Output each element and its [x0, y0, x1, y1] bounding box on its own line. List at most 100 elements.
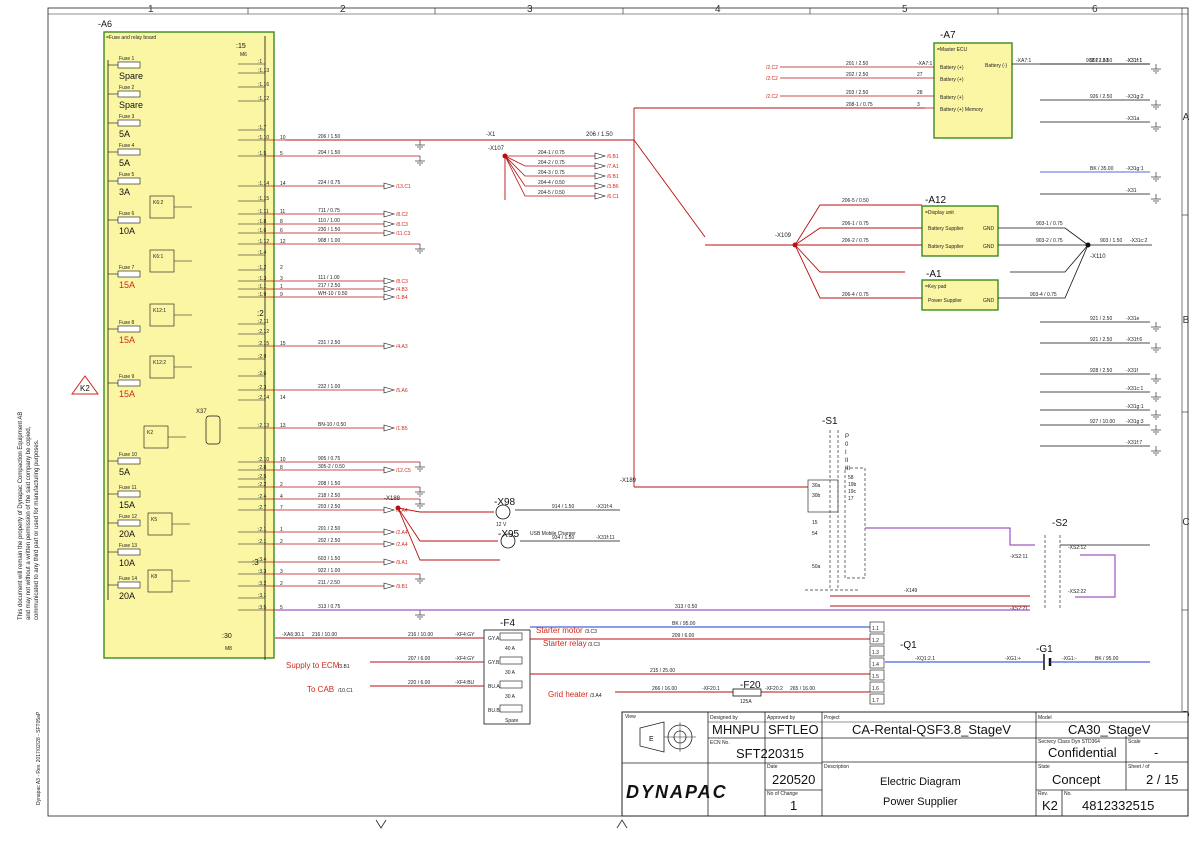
- label-grid-heater: Grid heater: [548, 690, 588, 699]
- x1-label: -X1: [486, 132, 496, 138]
- a12-gnd-wire-1: [998, 227, 1089, 246]
- a6-wire-label: 711 / 0.75: [318, 208, 340, 214]
- a6-wire-label: WH-10 / 0.50: [318, 291, 348, 297]
- tb-change-label: No of Change: [767, 791, 798, 797]
- label-to-cab: To CAB: [307, 685, 334, 694]
- x37-body: [205, 415, 221, 445]
- a6-wire-label: 232 / 1.00: [318, 384, 340, 390]
- tb-rev-label: Rev.: [1038, 791, 1048, 797]
- s1-terminal-label: 50a: [812, 564, 821, 570]
- q1-battery-disconnect: -Q1 1.11.21.31.41.51.61.7 -XQ1:2.1: [869, 621, 1000, 705]
- a6-wire-ground-icon: [415, 140, 425, 150]
- fuse-rating: 15A: [119, 500, 135, 510]
- a6-wire-arrow: [383, 466, 396, 474]
- a6-wire-dest: /2.A4: [396, 542, 408, 548]
- fuse-name: Fuse 12: [119, 514, 137, 520]
- label-grid-heater-ref: /3.A4: [590, 693, 602, 699]
- a6-wire-label: 603 / 1.50: [318, 556, 340, 562]
- x107-label: -X107: [488, 146, 505, 152]
- a6-wire-dest: /8.C3: [396, 279, 408, 285]
- a6-wire-label: 218 / 2.50: [318, 493, 340, 499]
- relay-label: K6:2: [153, 200, 164, 206]
- s1-terminal-label: 30a: [812, 483, 821, 489]
- a7-pin-2: Battery (+): [940, 77, 964, 83]
- x109-branch-1: [794, 204, 922, 246]
- ground-wire-label: 921 / 2.50: [1090, 337, 1112, 343]
- fuse-symbol: [117, 325, 141, 333]
- a6-wire-arrow: [383, 424, 396, 432]
- x109-splice: -X109 206-5 / 0.50 206-1 / 0.75 206-2 / …: [705, 198, 922, 299]
- a6-pin-label: :2.2: [258, 482, 267, 488]
- wire-266-label: 266 / 16.00: [652, 686, 677, 692]
- a6-wire-label: BN-10 / 0.50: [318, 422, 346, 428]
- a6-pin-label: :2.13: [258, 423, 269, 429]
- a6-connector-30: :30: [222, 633, 232, 640]
- tb-secrecy-label: Secrecy Class Dyn STD364: [1038, 739, 1100, 745]
- a6-pin-label: :1.14: [258, 181, 269, 187]
- x1-branch-label: 204-4 / 0.50: [538, 180, 565, 186]
- a1-wire-in: 206-4 / 0.75: [842, 292, 869, 298]
- a6-wire-label: 905 / 0.75: [318, 456, 340, 462]
- label-starter-motor: Starter motor: [536, 626, 583, 635]
- x188-splice: -X188: [384, 496, 500, 561]
- a12-wire-in-2: 206-1 / 0.75: [842, 221, 869, 227]
- x95-label: -X95: [498, 529, 520, 540]
- a6-wire-ground-icon: [415, 574, 425, 584]
- a6-wire-ground-icon: [415, 499, 425, 509]
- a7-wire-dest: /2.C2: [766, 76, 778, 82]
- x1-branch-arrow: [594, 152, 607, 160]
- tb-view-letter: E: [649, 736, 654, 743]
- f4-fuse-rating: 30 A: [505, 694, 516, 700]
- ground-terminal-label: -X31g:1: [1126, 166, 1144, 172]
- s1-label: -S1: [822, 416, 838, 427]
- a6-wire-label: 208 / 1.50: [318, 481, 340, 487]
- wire-265-label: 265 / 16.00: [790, 686, 815, 692]
- fuse-rating: 5A: [119, 129, 130, 139]
- tb-model-label: Model: [1038, 715, 1052, 721]
- g1-term-plus: -XG1:+: [1005, 656, 1021, 662]
- a6-wire-term: 10: [280, 457, 286, 463]
- ground-terminal-label: -X31g:2: [1126, 94, 1144, 100]
- wire-207-label: 207 / 6.00: [408, 656, 430, 662]
- fuse-name: Fuse 1: [119, 56, 135, 62]
- s1-terminal-label: 30b: [812, 493, 821, 499]
- x1-branch-wire: [504, 155, 595, 197]
- a7-wire-term: 27: [917, 72, 923, 78]
- g1-wire: BK / 95.00: [1095, 656, 1119, 662]
- page-nav-up-icon[interactable]: [616, 819, 628, 829]
- x109-label: -X109: [775, 233, 792, 239]
- tb-description-label: Description: [824, 764, 849, 770]
- wire-bk-95-label: BK / 95.00: [672, 621, 696, 627]
- ground-wire-label: 927 / 10.00: [1090, 419, 1115, 425]
- template-revision: Dynapac A3 - Rev. 2017/02/28 - SFT05aP: [36, 711, 42, 805]
- tb-description-2: Power Supplier: [883, 796, 958, 808]
- a6-pin-label: :2.10: [258, 457, 269, 463]
- a6-wire-arrow: [383, 277, 396, 285]
- x1-branch-wire: [504, 155, 595, 167]
- fuse-rating: Spare: [119, 100, 143, 110]
- a6-x30-term: -XA6:30.1: [282, 632, 304, 638]
- label-starter-motor-ref: /3.C3: [585, 629, 597, 635]
- a6-wire-term: 3: [280, 276, 283, 282]
- a6-wire-term: 7: [280, 505, 283, 511]
- tb-scale-label: Scale: [1128, 739, 1141, 745]
- a1-wire-out: 903-4 / 0.75: [1030, 292, 1057, 298]
- tb-no-label: No.: [1064, 791, 1072, 797]
- fuse-name: Fuse 6: [119, 211, 135, 217]
- s1-position-label: III: [845, 466, 850, 472]
- q1-terminal-label: 1.4: [872, 662, 879, 668]
- a7-label: -A7: [940, 30, 956, 41]
- tb-designed-by-label: Designed by: [710, 715, 738, 721]
- a6-wire-label: 217 / 2.50: [318, 283, 340, 289]
- fuse-rating: 15A: [119, 389, 135, 399]
- page-nav-down-icon[interactable]: [375, 819, 387, 829]
- tb-rev: K2: [1042, 798, 1058, 813]
- a12-gnd-1: GND: [983, 226, 995, 232]
- f4-fuse-rating: Spare: [505, 718, 519, 724]
- x98-label: -X98: [494, 497, 516, 508]
- a6-pin-label: :2.1: [258, 527, 267, 533]
- a6-wire-term: 12: [280, 239, 286, 245]
- fuse-symbol: [117, 177, 141, 185]
- x188-branch-1: [397, 507, 494, 513]
- s1-position-label: P: [845, 434, 849, 440]
